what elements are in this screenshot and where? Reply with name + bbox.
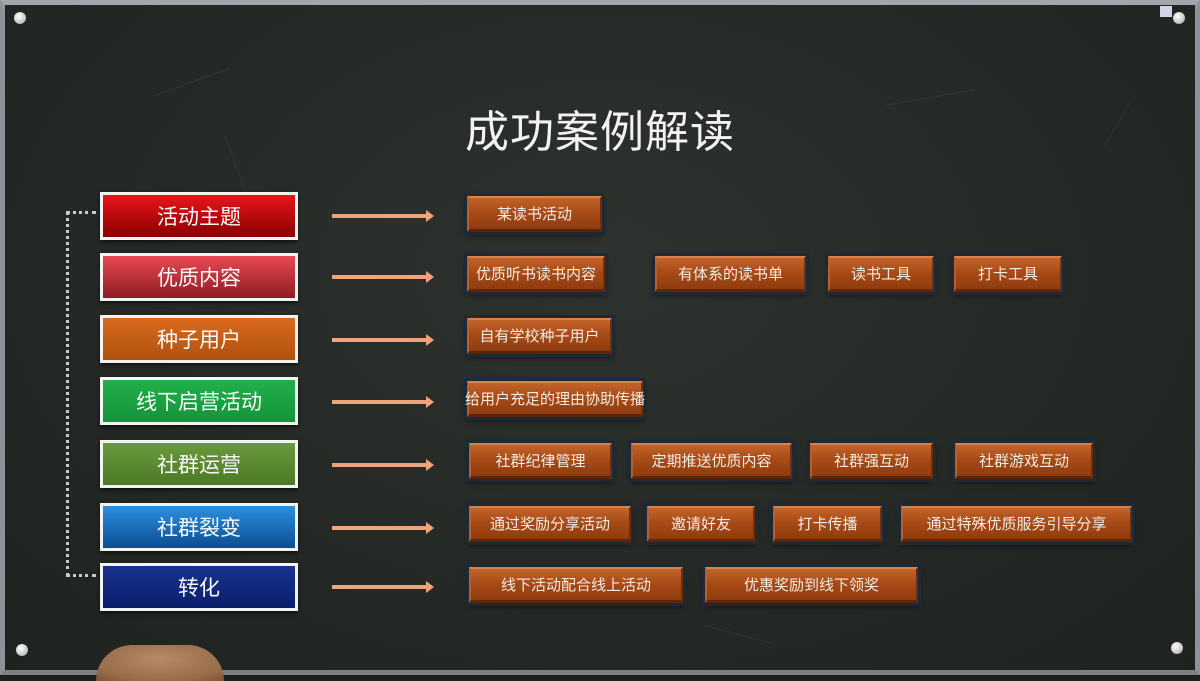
dotted-connector (66, 211, 96, 577)
category-offline-launch: 线下启营活动 (100, 377, 298, 425)
tag-item: 通过奖励分享活动 (469, 506, 631, 542)
corner-label-icon (1160, 6, 1172, 17)
arrow-right-icon (332, 334, 434, 346)
tag-item: 社群游戏互动 (955, 443, 1093, 479)
tag-item: 线下活动配合线上活动 (469, 567, 683, 603)
category-label: 转化 (178, 576, 220, 600)
category-community-fission: 社群裂变 (100, 503, 298, 551)
tag-item: 某读书活动 (467, 196, 602, 232)
category-seed-users: 种子用户 (100, 315, 298, 363)
arrow-right-icon (332, 522, 434, 534)
tag-item: 社群强互动 (810, 443, 933, 479)
category-label: 线下启营活动 (136, 390, 262, 414)
tag-item: 优质听书读书内容 (467, 256, 605, 292)
category-label: 社群运营 (157, 453, 241, 477)
pin-icon (14, 12, 26, 24)
tag-item: 有体系的读书单 (655, 256, 806, 292)
category-community-ops: 社群运营 (100, 440, 298, 488)
pin-icon (16, 644, 28, 656)
category-quality-content: 优质内容 (100, 253, 298, 301)
chalk-scratch (154, 67, 231, 96)
tag-item: 打卡工具 (954, 256, 1062, 292)
chalk-scratch (704, 625, 773, 645)
arrow-right-icon (332, 210, 434, 222)
arrow-right-icon (332, 581, 434, 593)
category-conversion: 转化 (100, 563, 298, 611)
category-label: 优质内容 (157, 266, 241, 290)
tag-item: 打卡传播 (773, 506, 882, 542)
page-title: 成功案例解读 (465, 107, 735, 158)
tag-item: 优惠奖励到线下领奖 (705, 567, 918, 603)
pin-icon (1173, 12, 1185, 24)
tag-item: 通过特殊优质服务引导分享 (901, 506, 1132, 542)
chalkboard-eraser (96, 645, 224, 681)
tag-item: 邀请好友 (647, 506, 755, 542)
pin-icon (1171, 642, 1183, 654)
arrow-right-icon (332, 459, 434, 471)
arrow-right-icon (332, 271, 434, 283)
category-label: 活动主题 (157, 205, 241, 229)
tag-item: 社群纪律管理 (469, 443, 612, 479)
arrow-right-icon (332, 396, 434, 408)
category-activity-theme: 活动主题 (100, 192, 298, 240)
tag-item: 读书工具 (828, 256, 934, 292)
category-label: 社群裂变 (157, 516, 241, 540)
tag-item: 定期推送优质内容 (631, 443, 792, 479)
category-label: 种子用户 (157, 328, 241, 352)
tag-item: 给用户充足的理由协助传播 (465, 381, 645, 417)
tag-item: 自有学校种子用户 (467, 318, 612, 354)
